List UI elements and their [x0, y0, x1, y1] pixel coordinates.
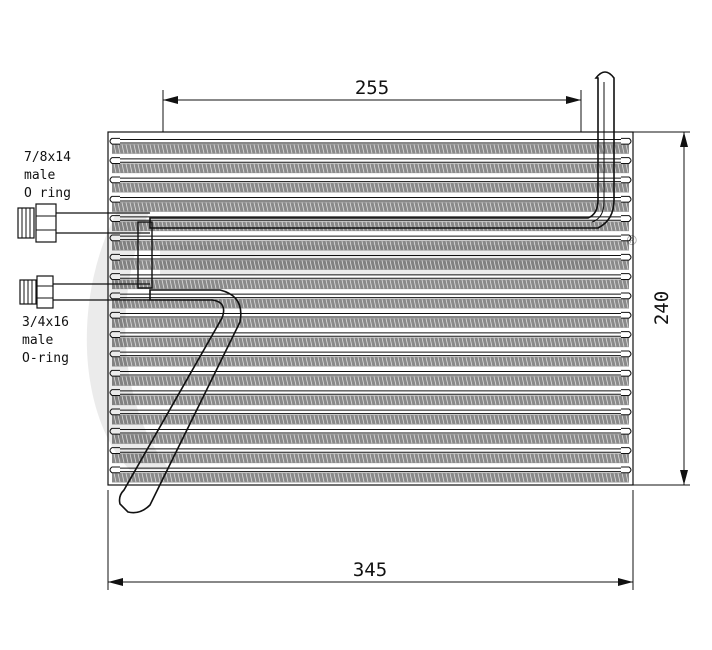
fitting-upper-type: male [24, 168, 55, 183]
tube-row [109, 176, 632, 193]
tube-row [109, 331, 632, 348]
fitting-upper-size: 7/8x14 [24, 150, 71, 165]
tube-row [109, 466, 632, 483]
outlet-pipe-inner [591, 82, 605, 223]
dimension-top [162, 90, 582, 132]
fitting-upper [17, 203, 150, 243]
core-outline [107, 131, 634, 486]
tube-row [109, 427, 632, 444]
dimension-right-value: 240 [651, 291, 673, 325]
tube-row [109, 447, 632, 464]
tube-row [109, 234, 632, 251]
tube-row [109, 292, 632, 309]
tube-row [109, 408, 632, 425]
fitting-upper-seal: O ring [24, 186, 71, 201]
tube-row [109, 389, 632, 406]
tube-row [109, 311, 632, 328]
tube-row [109, 215, 632, 232]
fitting-lower [19, 275, 150, 309]
fitting-lower-type: male [22, 333, 53, 348]
dimension-bottom [107, 490, 634, 590]
evaporator-core [109, 137, 632, 483]
tube-row [109, 369, 632, 386]
dimension-top-value: 255 [355, 77, 389, 99]
tube-row [109, 273, 632, 290]
registered-mark: ® [627, 231, 637, 250]
tube-row [109, 253, 632, 270]
tube-row [109, 195, 632, 212]
fitting-lower-size: 3/4x16 [22, 315, 69, 330]
tube-row [109, 137, 632, 154]
dimension-right [633, 131, 690, 486]
inlet-header [137, 221, 153, 289]
tube-row [109, 350, 632, 367]
inlet-pipe [118, 289, 242, 514]
dimension-bottom-value: 345 [353, 559, 387, 581]
fitting-lower-seal: O-ring [22, 351, 69, 366]
tube-row [109, 157, 632, 174]
outlet-pipe [149, 71, 615, 229]
